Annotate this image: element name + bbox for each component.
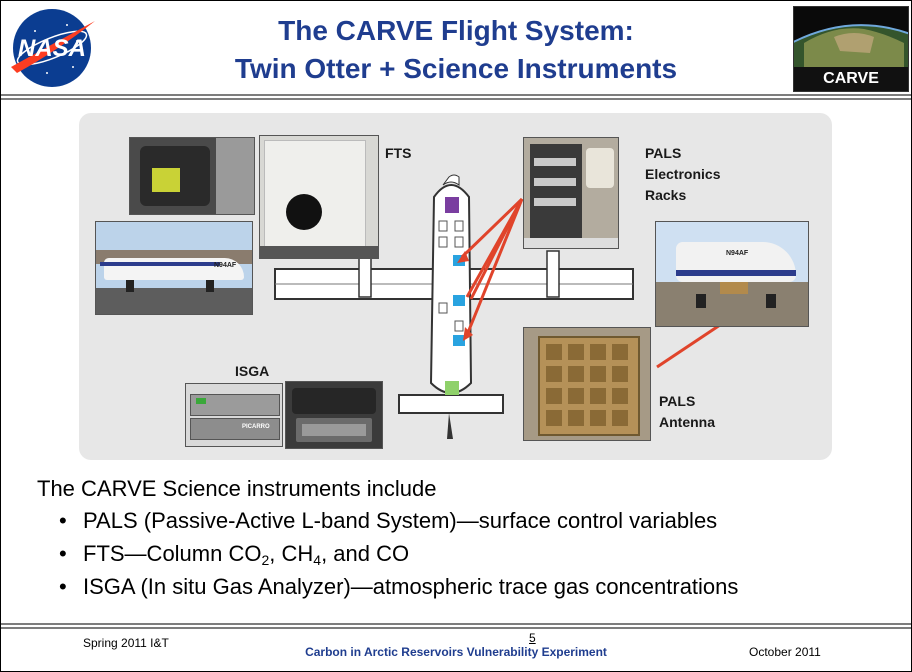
twin-otter-photo: N94AF [95,221,253,315]
pals-rack-marker-2 [453,295,465,306]
pals-antenna-label-line1: PALS [659,393,696,409]
pals-antenna-label-line2: Antenna [659,414,715,430]
pals-antenna-photo [523,327,651,441]
page-number: 5 [529,631,536,645]
belly-tail-number: N94AF [726,250,749,257]
instruments-text: The CARVE Science instruments include PA… [37,474,907,603]
tail-number: N94AF [214,262,237,269]
bullet-fts-text-a: FTS—Column CO [83,541,262,566]
pals-racks-label-line2: Electronics [645,166,721,182]
instruments-intro: The CARVE Science instruments include [37,476,437,501]
antenna-grid-icon [546,344,628,426]
isga-case-photo [285,381,383,449]
title-line-2: Twin Otter + Science Instruments [234,53,678,84]
bullet-fts: FTS—Column CO2, CH4, and CO [59,537,907,570]
pals-antenna-aircraft-photo: N94AF [655,221,809,327]
header-rule-top [1,94,911,96]
isga-location-marker [445,381,459,395]
pals-antenna-label: PALS Antenna [659,391,715,433]
header-rule-bottom [1,98,911,100]
pals-racks-photo [523,137,619,249]
bullet-isga: ISGA (In situ Gas Analyzer)—atmospheric … [59,570,907,603]
bullet-fts-text-b: , CH [269,541,314,566]
page-title: The CARVE Flight System: Twin Otter + Sc… [111,12,801,88]
bullet-fts-sub-2: 4 [313,552,322,568]
footer-center: Carbon in Arctic Reservoirs Vulnerabilit… [305,645,607,659]
title-line-1: The CARVE Flight System: [278,15,634,46]
fts-location-marker [445,197,459,213]
aircraft-outline-diagram [179,173,751,439]
pals-racks-label-line1: PALS [645,145,682,161]
footer-left: Spring 2011 I&T [83,636,169,650]
footer-rule-top [1,623,911,625]
instrument-figure: FTS N94AF PALS Electronics Racks [79,113,832,460]
footer-rule-bottom [1,627,911,629]
footer-right: October 2011 [749,645,821,659]
pals-racks-label-line3: Racks [645,187,687,203]
bullet-pals: PALS (Passive-Active L-band System)—surf… [59,504,907,537]
isga-label: ISGA [235,363,270,379]
instrument-list: PALS (Passive-Active L-band System)—surf… [37,504,907,603]
pals-rack-marker-3 [453,335,465,346]
isga-analyzer-photo: PICARRO [185,383,283,447]
svg-text:NASA: NASA [18,35,86,62]
nasa-logo-icon: NASA [11,9,95,87]
earth-horizon-icon [794,7,908,91]
pals-racks-label: PALS Electronics Racks [645,143,720,206]
analyzer-brand: PICARRO [242,424,270,430]
carve-badge: CARVE [793,6,909,92]
bullet-fts-text-c: , and CO [321,541,410,566]
bullet-fts-sub-1: 2 [261,552,270,568]
fts-closeup-photo [129,137,255,215]
carve-badge-label: CARVE [823,70,879,87]
fts-instrument-photo [259,135,379,259]
fts-label: FTS [385,145,412,161]
